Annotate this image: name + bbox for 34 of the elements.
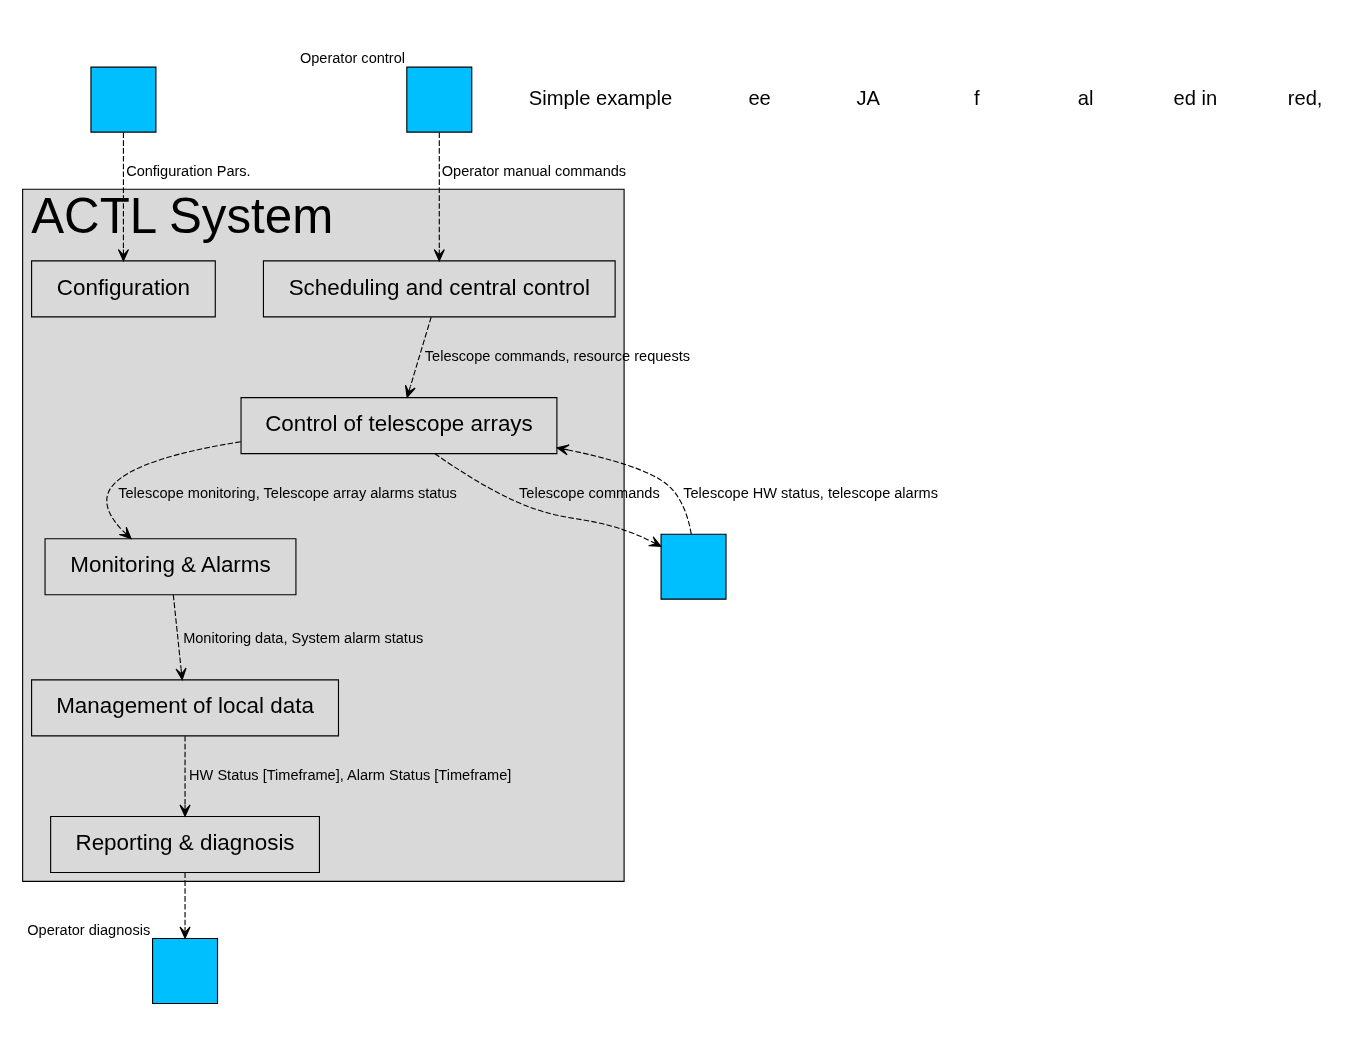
node-label: Operator control (299, 49, 405, 66)
edge-label: Configuration Pars. (125, 162, 251, 179)
edge-label: Telescope monitoring, Telescope array alarms status (117, 484, 457, 501)
arrow (404, 316, 432, 398)
node-label: Operator diagnosis (26, 921, 150, 938)
label: al (1077, 86, 1093, 109)
edge-label: Operator manual commands (441, 162, 626, 179)
label: f (973, 86, 980, 109)
label: JA (856, 86, 880, 109)
node-box: Scheduling and central control (262, 259, 616, 317)
arrow (556, 443, 692, 535)
edge-label: Telescope HW status, telescope alarms (682, 484, 938, 501)
node-box: Control of telescope arrays (240, 396, 557, 454)
label: ee (747, 86, 771, 109)
label: Simple example (528, 86, 672, 109)
node-box: Management of local data (30, 678, 339, 736)
node-box (660, 533, 727, 600)
node-box: Monitoring & Alarms (43, 537, 296, 595)
edge-label: Monitoring data, System alarm status (182, 629, 423, 646)
label: red, (1287, 86, 1322, 109)
arrow (433, 452, 661, 547)
arrow (105, 440, 241, 539)
arrow (178, 735, 191, 817)
node-box (89, 66, 156, 133)
edge-label: HW Status [Timeframe], Alarm Status [Timeframe] (188, 766, 511, 783)
arrow (117, 131, 129, 261)
node-box (405, 66, 472, 133)
arrow (172, 593, 187, 680)
arrow (433, 131, 445, 261)
node-box: Reporting & diagnosis (49, 815, 320, 873)
node-box: Configuration (30, 259, 216, 317)
node-box (151, 937, 218, 1004)
arrow (178, 871, 191, 939)
label: ed in (1172, 86, 1217, 109)
